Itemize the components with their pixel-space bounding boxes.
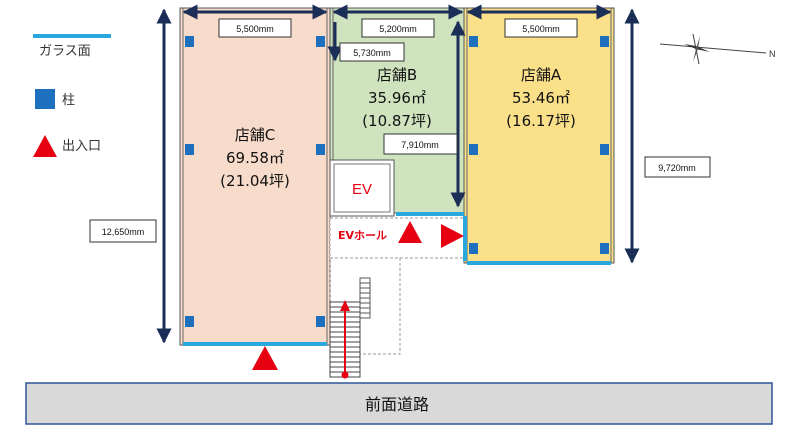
store-b-depth-label: 5,730mm — [353, 48, 391, 58]
staircase — [329, 277, 371, 379]
pillar-legend-swatch — [35, 89, 55, 109]
compass-icon: N — [659, 33, 776, 65]
store-b-glass — [396, 212, 464, 216]
store-b-tsubo: (10.87坪) — [362, 112, 432, 130]
store-c-width-label: 5,500mm — [236, 24, 274, 34]
pillar — [469, 144, 478, 155]
pillars — [185, 36, 609, 327]
ev-label: EV — [352, 181, 372, 198]
pillar-legend-label: 柱 — [62, 93, 75, 108]
store-c-info: 店舗C 69.58㎡ (21.04坪) — [220, 126, 290, 190]
pillar — [600, 144, 609, 155]
pillar — [316, 36, 325, 47]
front-road-label: 前面道路 — [365, 395, 429, 414]
pillar — [316, 144, 325, 155]
store-c-name: 店舗C — [235, 126, 275, 144]
glass-legend-swatch — [33, 34, 111, 38]
store-c-entrance-icon — [252, 346, 278, 370]
store-a-entrance-icon — [441, 224, 464, 248]
pillar — [185, 36, 194, 47]
dimension-lines — [156, 4, 640, 344]
pillar — [600, 243, 609, 254]
pillar — [600, 36, 609, 47]
pillar — [469, 36, 478, 47]
store-c-room — [179, 7, 331, 346]
store-a-depth-label: 9,720mm — [658, 163, 696, 173]
store-a-info: 店舗A 53.46㎡ (16.17坪) — [506, 66, 576, 130]
store-a-area: 53.46㎡ — [512, 89, 570, 107]
store-b-name: 店舗B — [377, 66, 417, 84]
entrance-legend-icon — [33, 135, 57, 157]
front-road — [25, 382, 773, 425]
store-b-area: 35.96㎡ — [368, 89, 426, 107]
store-b-total-depth-label: 7,910mm — [401, 140, 439, 150]
elevator-shaft — [329, 159, 395, 217]
pillar — [316, 316, 325, 327]
store-a-tsubo: (16.17坪) — [506, 112, 576, 130]
store-a-room — [463, 7, 615, 264]
store-b-width-label: 5,200mm — [379, 24, 417, 34]
ev-hall-label: EVホール — [338, 229, 387, 242]
north-label: N — [769, 49, 776, 59]
store-a-glass — [467, 261, 611, 265]
dimension-labels: 5,500mm 5,200mm 5,500mm 5,730mm 7,910mm … — [89, 18, 711, 243]
store-c-depth-label: 12,650mm — [102, 227, 145, 237]
glass-legend-label: ガラス面 — [39, 44, 91, 59]
pillar — [185, 144, 194, 155]
stair-landing — [329, 257, 401, 355]
store-b-info: 店舗B 35.96㎡ (10.87坪) — [362, 66, 432, 130]
store-c-tsubo: (21.04坪) — [220, 172, 290, 190]
store-c-area: 69.58㎡ — [226, 149, 284, 167]
store-c-glass — [183, 342, 327, 346]
store-a-width-label: 5,500mm — [522, 24, 560, 34]
store-a-name: 店舗A — [521, 66, 562, 84]
store-a-side-glass — [463, 216, 467, 261]
legend: ガラス面 柱 出入口 — [33, 34, 111, 157]
pillar — [185, 316, 194, 327]
pillar — [469, 243, 478, 254]
entrance-legend-label: 出入口 — [62, 139, 101, 154]
ev-hall-entrance-icon — [398, 221, 422, 243]
